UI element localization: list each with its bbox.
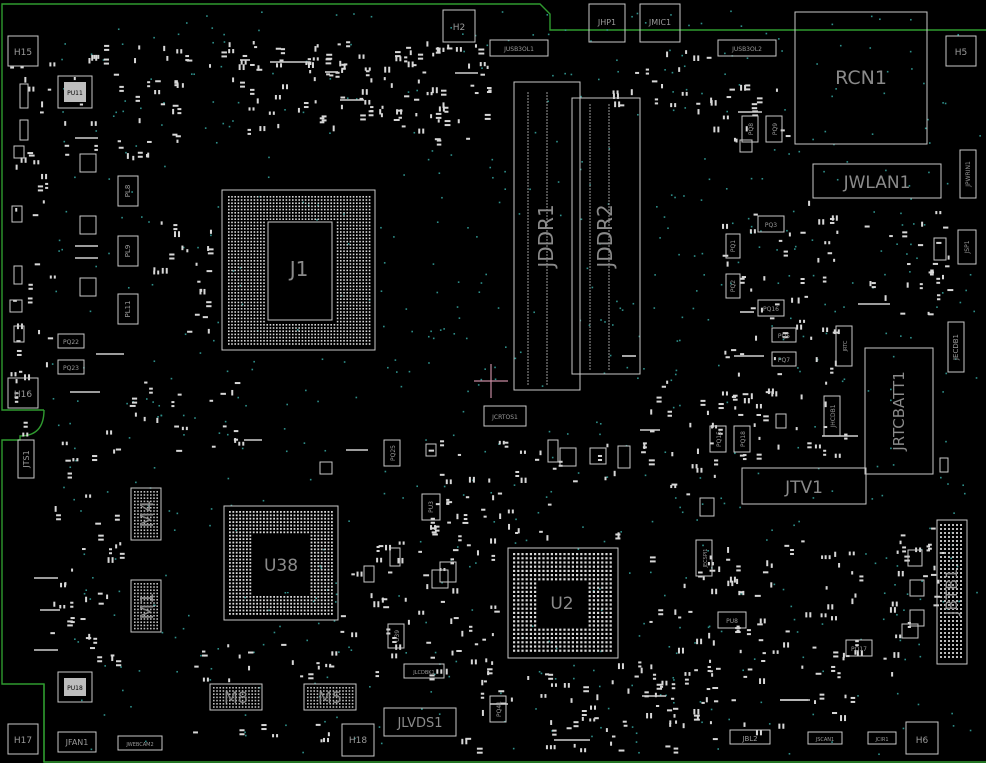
svg-text:M1: M1 (137, 593, 158, 620)
connector-jusb3ol2: JUSB3OL2 (717, 39, 777, 57)
mount-hole-h6: H6 (905, 721, 939, 755)
svg-text:H15: H15 (14, 48, 32, 58)
ic-pu11: PU11 (57, 75, 93, 109)
svg-text:H6: H6 (916, 736, 929, 746)
ic-pu8: PU8 (717, 611, 747, 629)
svg-text:H16: H16 (14, 390, 32, 400)
chip-u39: U39 (387, 623, 405, 649)
svg-text:JRTCBATT1: JRTCBATT1 (890, 371, 908, 452)
memory-chip-m8: M8 (209, 683, 263, 711)
mount-hole-h18: H18 (341, 723, 375, 757)
svg-text:U38: U38 (264, 556, 298, 576)
transistor-pq2: PQ2 (725, 273, 741, 299)
ddr-slot-jddr1: JDDR1 (513, 81, 581, 391)
transistor-pq22: PQ22 (57, 333, 85, 349)
connector-jrtc: JRTC (835, 325, 853, 367)
connector-jecdb1: JECDB1 (947, 321, 965, 373)
via-field (51, 10, 981, 756)
ic-pu18: PU18 (57, 671, 93, 703)
connector-jmic1: JMIC1 (639, 3, 681, 43)
inductor-pl11: PL11 (117, 293, 139, 325)
svg-text:H18: H18 (349, 736, 367, 746)
mount-hole-h16: H16 (7, 377, 39, 409)
svg-text:H17: H17 (14, 736, 32, 746)
svg-text:JPWRIN1: JPWRIN1 (965, 161, 972, 188)
connector-jhp1: JHP1 (588, 3, 626, 43)
transistor-pq18: PQ18 (733, 425, 751, 453)
memory-chip-m1: M1 (130, 579, 162, 633)
transistor-pq1: PQ1 (725, 233, 741, 259)
svg-text:JHP1: JHP1 (597, 18, 616, 27)
crosshair-cursor (474, 364, 508, 398)
mount-hole-h2: H2 (442, 9, 476, 43)
svg-text:JUSB3OL1: JUSB3OL1 (503, 46, 534, 53)
connector-jpwrin1: JPWRIN1 (959, 149, 977, 199)
mount-hole-h17: H17 (7, 723, 39, 755)
chip-u2: U2 (507, 547, 619, 659)
connector-jlvds1: JLVDS1 (383, 707, 457, 737)
connector-jscan1: JSCAN1 (807, 731, 843, 745)
svg-text:JDDR1: JDDR1 (534, 204, 558, 269)
transistor-pq15: PQ15 (709, 425, 727, 453)
connector-jtv1: JTV1 (741, 467, 867, 505)
svg-text:M4: M4 (137, 501, 158, 528)
transistor-pq16: PQ16 (757, 299, 785, 317)
connector-jcrtos1: JCRTOS1 (483, 405, 527, 427)
ddr-slot-jddr2: JDDR2 (571, 97, 641, 375)
svg-text:JTV1: JTV1 (784, 478, 823, 498)
svg-text:JMIC1: JMIC1 (648, 18, 671, 27)
connector-jts1: JTS1 (17, 439, 35, 479)
transistor-pq3: PQ3 (757, 215, 785, 233)
connector-jecspi1: JECSPI1 (695, 539, 713, 577)
transistor-pq23: PQ23 (57, 359, 85, 375)
svg-text:JWLAN1: JWLAN1 (843, 173, 911, 193)
connector-jwebcam2: JWEBCAM2 (117, 735, 163, 751)
inductor-pl9: PL9 (117, 235, 139, 267)
passive-pads (10, 41, 954, 754)
transistor-pq7: PQ7 (771, 351, 797, 367)
cpu-socket-j1: J1 (221, 189, 376, 351)
svg-text:H5: H5 (955, 48, 968, 58)
memory-chip-m5: M5 (303, 683, 357, 711)
ic-pu3: PU3 (421, 493, 441, 521)
connector-jfan1: JFAN1 (57, 731, 97, 753)
connector-jcir1: JCIR1 (867, 731, 897, 745)
connector-jlcdbk1: JLCDBK1 (403, 663, 445, 679)
memory-chip-m4: M4 (130, 487, 162, 541)
mount-hole-h5: H5 (945, 35, 977, 67)
connector-jwlan1: JWLAN1 (812, 163, 942, 199)
svg-text:JECDB1: JECDB1 (952, 334, 960, 361)
mount-hole-h15: H15 (7, 35, 39, 67)
svg-text:JDDR2: JDDR2 (593, 204, 617, 269)
transistor-pq17: PQ17 (845, 639, 873, 657)
svg-text:JSP1: JSP1 (964, 240, 971, 254)
board-outline (1, 3, 986, 763)
transistor-pq8: PQ8 (741, 115, 759, 143)
transistor-pq9: PQ9 (765, 115, 783, 143)
connector-jrtcbatt1: JRTCBATT1 (864, 347, 934, 475)
connector-jsp1: JSP1 (957, 229, 977, 265)
inductor-pl8: PL8 (117, 175, 139, 207)
connector-jusb3ol1: JUSB3OL1 (489, 39, 549, 57)
connector-rcn1: RCN1 (794, 11, 928, 145)
connector-jbtb1: JBTB1 (936, 519, 968, 665)
svg-text:JUSB3OL2: JUSB3OL2 (731, 46, 762, 53)
chip-u38: U38 (223, 505, 339, 621)
svg-text:RCN1: RCN1 (835, 67, 887, 89)
svg-text:H2: H2 (453, 23, 466, 33)
silkscreen-lines (9, 59, 949, 741)
svg-text:JCRTOS1: JCRTOS1 (491, 414, 518, 421)
connector-jbl2: JBL2 (729, 729, 771, 745)
transistor-pq25: PQ25 (383, 439, 401, 467)
transistor-pq5: PQ5 (771, 327, 797, 343)
svg-text:M8: M8 (224, 688, 248, 707)
svg-text:U2: U2 (550, 594, 573, 614)
svg-text:J1: J1 (288, 257, 309, 281)
svg-text:JBTB1: JBTB1 (942, 569, 961, 617)
transistor-pq41: PQ41 (489, 695, 507, 723)
